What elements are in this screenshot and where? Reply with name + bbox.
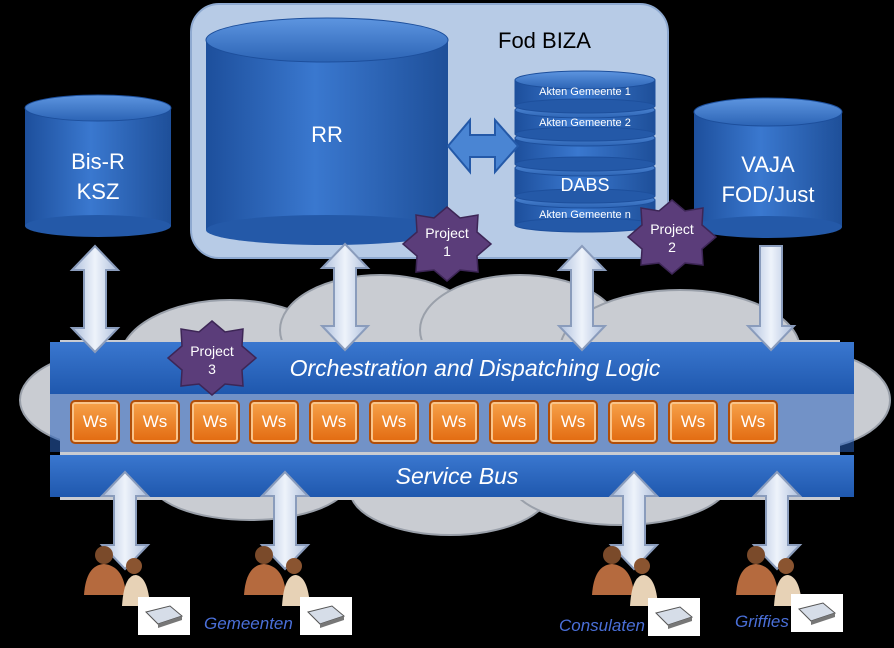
ws-label: Ws (680, 412, 706, 431)
bisr-label-line1: Bis-R (71, 149, 125, 174)
ws-box: Ws (70, 400, 120, 444)
vaja-database-cylinder (693, 97, 843, 238)
consulaten-double-arrow (608, 470, 660, 571)
vaja-label-line2: FOD/Just (721, 182, 815, 207)
rr-label: RR (311, 122, 343, 147)
ws-box: Ws (130, 400, 180, 444)
ws-box: Ws (249, 400, 299, 444)
client-label-gemeenten: Gemeenten (204, 614, 293, 633)
dabs-label: DABS (560, 175, 610, 195)
ws-label: Ws (501, 412, 527, 431)
bisr-double-arrow (69, 244, 121, 354)
service-bus-label: Service Bus (395, 463, 519, 489)
orchestration-label: Orchestration and Dispatching Logic (289, 355, 661, 381)
ws-box: Ws (309, 400, 359, 444)
ws-label: Ws (82, 412, 108, 431)
rr-database-cylinder (205, 17, 449, 245)
laptop-icon-consulaten (648, 598, 700, 636)
vaja-label-line1: VAJA (741, 152, 795, 177)
bisr-database-cylinder (24, 94, 172, 237)
rr-dabs-double-arrow (446, 117, 520, 175)
project-3-star (166, 320, 258, 396)
project-2-star (626, 199, 718, 275)
rr-bus-double-arrow (319, 242, 371, 352)
client-label-consulaten: Consulaten (559, 616, 646, 635)
ws-box: Ws (190, 400, 240, 444)
ws-box: Ws (728, 400, 778, 444)
dabs-item-1: Akten Gemeente 1 (539, 86, 631, 98)
project-1-word: Project (425, 225, 469, 241)
project-3-label: Project 3 (177, 342, 247, 378)
ws-label: Ws (261, 412, 287, 431)
gemeenten-right-double-arrow (259, 470, 311, 571)
project-2-number: 2 (668, 239, 676, 255)
ws-box: Ws (548, 400, 598, 444)
client-label-griffies: Griffies (735, 612, 789, 631)
fod-biza-title: Fod BIZA (498, 28, 591, 53)
dabs-bus-double-arrow (556, 244, 608, 352)
ws-label: Ws (740, 412, 766, 431)
project-3-number: 3 (208, 361, 216, 377)
ws-label: Ws (381, 412, 407, 431)
ws-label: Ws (321, 412, 347, 431)
client-figures (84, 546, 843, 636)
dabs-item-n: Akten Gemeente n (539, 209, 631, 221)
gemeenten-left-double-arrow (99, 470, 151, 571)
project-3-word: Project (190, 343, 234, 359)
ws-box: Ws (489, 400, 539, 444)
ws-box: Ws (369, 400, 419, 444)
ws-label: Ws (441, 412, 467, 431)
griffies-double-arrow (751, 470, 803, 571)
laptop-icon-gemeenten-2 (300, 597, 352, 635)
ws-box: Ws (429, 400, 479, 444)
project-1-number: 1 (443, 243, 451, 259)
project-2-word: Project (650, 221, 694, 237)
project-1-star (401, 206, 493, 282)
ws-label: Ws (142, 412, 168, 431)
ws-box: Ws (608, 400, 658, 444)
service-bus-bar (50, 455, 854, 497)
ws-label: Ws (620, 412, 646, 431)
project-2-label: Project 2 (637, 220, 707, 256)
dabs-stacked-disks (514, 70, 656, 233)
dabs-item-2: Akten Gemeente 2 (539, 117, 631, 129)
project-1-label: Project 1 (412, 224, 482, 260)
ws-box: Ws (668, 400, 718, 444)
person-icon-consulaten (592, 546, 658, 606)
bisr-label-line2: KSZ (76, 179, 120, 204)
vaja-down-arrow (745, 245, 797, 352)
ws-label: Ws (202, 412, 228, 431)
ws-label: Ws (560, 412, 586, 431)
laptop-icon-gemeenten-1 (138, 597, 190, 635)
laptop-icon-griffies (791, 594, 843, 632)
